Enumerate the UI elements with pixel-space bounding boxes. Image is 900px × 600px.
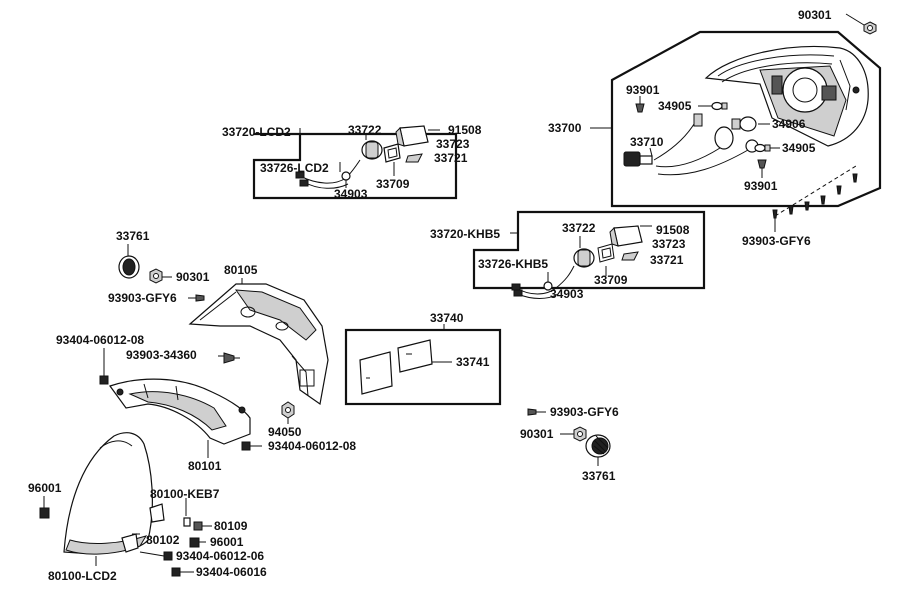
nut-94050-part xyxy=(281,401,295,424)
label-33722-a: 33722 xyxy=(348,123,382,137)
label-93404-a: 93404-06012-08 xyxy=(56,333,144,347)
bulb-34906-part xyxy=(731,116,770,132)
label-93901-b: 93901 xyxy=(744,179,778,193)
label-93903-gfy6-right: 93903-GFY6 xyxy=(742,234,811,248)
label-33720-khb5: 33720-KHB5 xyxy=(430,227,500,241)
reflector-33761-b-part xyxy=(585,434,611,466)
lamp-housing-33700 xyxy=(704,45,869,147)
label-91508-a: 91508 xyxy=(448,123,482,137)
label-33709-b: 33709 xyxy=(594,273,628,287)
label-33720-lcd2: 33720-LCD2 xyxy=(222,125,291,139)
label-33761-b: 33761 xyxy=(582,469,616,483)
frame-33700 xyxy=(610,30,882,208)
bolt-93404-d-part xyxy=(171,567,194,577)
nut-90301-top-part xyxy=(845,13,877,35)
bracket-80105-part xyxy=(188,278,329,406)
nut-90301-a-part xyxy=(149,268,172,284)
label-93903-34360: 93903-34360 xyxy=(126,348,197,362)
label-34903-a: 34903 xyxy=(334,187,368,201)
label-33761-a: 33761 xyxy=(116,229,150,243)
label-33723-b: 33723 xyxy=(652,237,686,251)
screw-93903-34360-part xyxy=(218,352,240,364)
harness-33710-part xyxy=(623,113,759,176)
label-33726-lcd2: 33726-LCD2 xyxy=(260,161,329,175)
label-33741: 33741 xyxy=(456,355,490,369)
inner-fender-80101-part xyxy=(109,378,251,458)
bulb-34905-a-part xyxy=(698,101,728,111)
label-34906: 34906 xyxy=(772,117,806,131)
bolt-93404-c-part xyxy=(139,551,173,561)
label-33726-khb5: 33726-KHB5 xyxy=(478,257,548,271)
bracket-80102-part xyxy=(121,533,140,553)
label-80102: 80102 xyxy=(146,533,180,547)
lamp-unit-33720-lcd2 xyxy=(295,125,440,189)
label-90301-b: 90301 xyxy=(520,427,554,441)
screw-93901-b-part xyxy=(757,159,767,178)
label-96001-b: 96001 xyxy=(210,535,244,549)
frame-33740 xyxy=(344,328,502,406)
label-33709-a: 33709 xyxy=(376,177,410,191)
label-33722-b: 33722 xyxy=(562,221,596,235)
label-93903-gfy6-b: 93903-GFY6 xyxy=(550,405,619,419)
screw-93903-gfy6-a-part xyxy=(188,294,205,302)
reflector-plates-33741-part xyxy=(359,339,452,395)
bolt-96001-b-part xyxy=(189,537,206,548)
label-33721-a: 33721 xyxy=(434,151,468,165)
grommet-80109-part xyxy=(183,517,212,531)
label-34903-b: 34903 xyxy=(550,287,584,301)
label-90301-top: 90301 xyxy=(798,8,832,22)
label-90301-a: 90301 xyxy=(176,270,210,284)
bolt-96001-a-part xyxy=(39,496,50,519)
bolt-93404-b-part xyxy=(241,441,262,451)
label-80105: 80105 xyxy=(224,263,258,277)
label-33710: 33710 xyxy=(630,135,664,149)
label-91508-b: 91508 xyxy=(656,223,690,237)
label-34905-a: 34905 xyxy=(658,99,692,113)
frame-33720-lcd2 xyxy=(252,132,458,200)
label-33700: 33700 xyxy=(548,121,582,135)
screw-93901-a-part xyxy=(635,96,645,113)
screw-93903-gfy6-b-part xyxy=(527,408,546,416)
nut-90301-b-part xyxy=(560,426,587,442)
label-34905-b: 34905 xyxy=(782,141,816,155)
reflector-33761-a-part xyxy=(118,244,140,279)
bolt-93404-a-part xyxy=(99,348,109,385)
label-33721-b: 33721 xyxy=(650,253,684,267)
label-33723-a: 33723 xyxy=(436,137,470,151)
label-80100-lcd2: 80100-LCD2 xyxy=(48,569,117,583)
frame-33720-khb5 xyxy=(472,210,706,290)
label-93903-gfy6-a: 93903-GFY6 xyxy=(108,291,177,305)
label-93901-a: 93901 xyxy=(626,83,660,97)
label-93404-b: 93404-06012-08 xyxy=(268,439,356,453)
label-93404-d: 93404-06016 xyxy=(196,565,267,579)
label-96001-a: 96001 xyxy=(28,481,62,495)
label-80109: 80109 xyxy=(214,519,248,533)
label-94050: 94050 xyxy=(268,425,302,439)
label-80101: 80101 xyxy=(188,459,222,473)
lamp-unit-33720-khb5 xyxy=(511,225,652,299)
label-93404-c: 93404-06012-06 xyxy=(176,549,264,563)
bulb-34905-b-part xyxy=(754,143,780,153)
label-33740: 33740 xyxy=(430,311,464,325)
screws-93903-gfy6-right-part xyxy=(772,165,858,232)
label-80100-keb7: 80100-KEB7 xyxy=(150,487,220,501)
